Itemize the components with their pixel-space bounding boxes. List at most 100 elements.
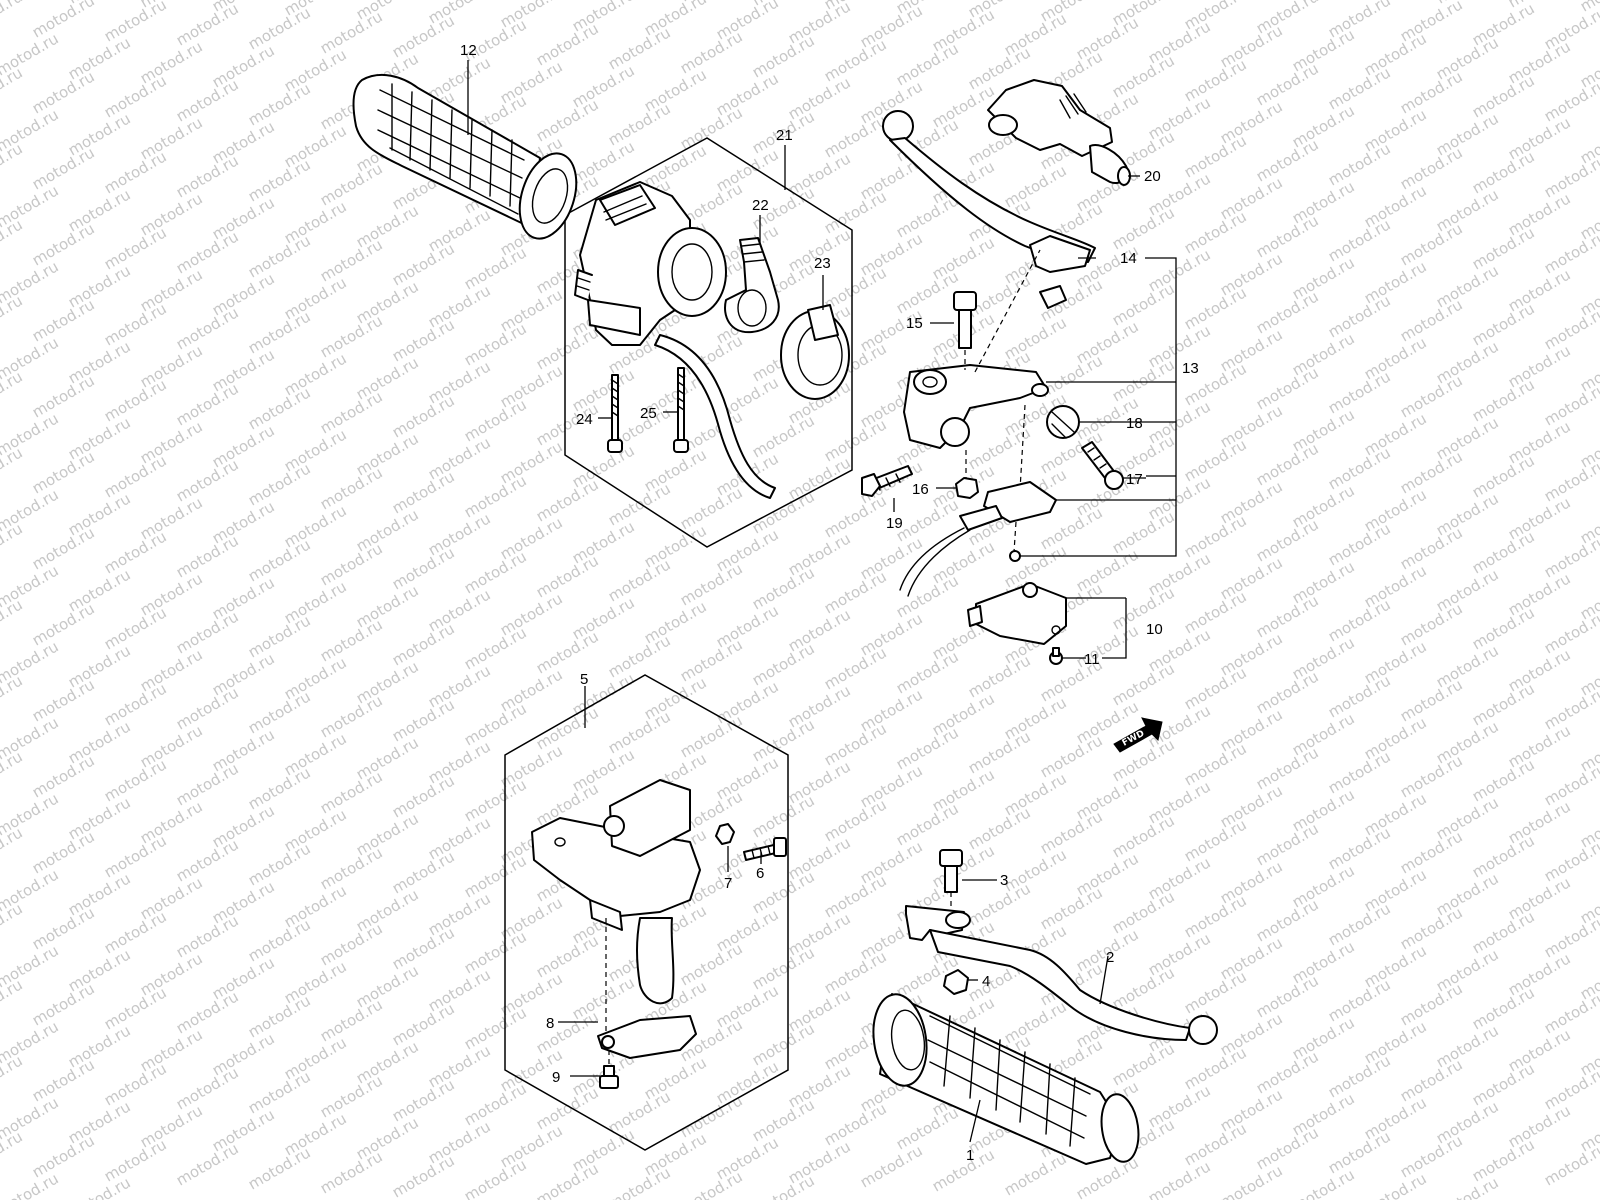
watermark-text: motod.ru <box>101 451 170 501</box>
callout-15: 15 <box>906 315 923 332</box>
watermark-text: motod.ru <box>749 563 818 613</box>
watermark-text: motod.ru <box>893 1103 962 1153</box>
watermark-text: motod.ru <box>1253 971 1322 1021</box>
watermark-text: motod.ru <box>677 483 746 533</box>
watermark-text: motod.ru <box>461 1079 530 1129</box>
watermark-text: motod.ru <box>245 1067 314 1117</box>
watermark-text: motod.ru <box>461 927 530 977</box>
watermark-text: motod.ru <box>1253 439 1322 489</box>
watermark-text: motod.ru <box>245 763 314 813</box>
watermark-text: motod.ru <box>1541 1063 1600 1113</box>
watermark-text: motod.ru <box>0 1169 62 1200</box>
callout-4: 4 <box>982 973 990 990</box>
watermark-text: motod.ru <box>389 923 458 973</box>
watermark-text: motod.ru <box>821 187 890 237</box>
watermark-text: motod.ru <box>101 755 170 805</box>
watermark-text: motod.ru <box>821 947 890 997</box>
watermark-text: motod.ru <box>893 495 962 545</box>
watermark-text: motod.ru <box>1397 447 1466 497</box>
watermark-text: motod.ru <box>29 67 98 117</box>
watermark-text: motod.ru <box>1469 1135 1538 1185</box>
watermark-text: motod.ru <box>1325 823 1394 873</box>
watermark-text: motod.ru <box>29 523 98 573</box>
part-2-brake-lever <box>905 905 1218 1045</box>
watermark-text: motod.ru <box>1109 279 1178 329</box>
watermark-text: motod.ru <box>893 723 962 773</box>
watermark-text: motod.ru <box>1325 367 1394 417</box>
watermark-text: motod.ru <box>245 459 314 509</box>
watermark-text: motod.ru <box>1397 979 1466 1029</box>
watermark-text: motod.ru <box>245 307 314 357</box>
watermark-text: motod.ru <box>245 611 314 661</box>
watermark-text: motod.ru <box>1541 911 1600 961</box>
watermark-text: motod.ru <box>1397 219 1466 269</box>
watermark-text: motod.ru <box>821 1099 890 1149</box>
part-21-switch-housing <box>574 181 776 499</box>
callout-21: 21 <box>776 127 793 144</box>
watermark-text: motod.ru <box>29 295 98 345</box>
watermark-text: motod.ru <box>173 227 242 277</box>
watermark-text: motod.ru <box>533 1007 602 1057</box>
watermark-text: motod.ru <box>461 395 530 445</box>
watermark-text: motod.ru <box>1109 1039 1178 1089</box>
watermark-text: motod.ru <box>173 759 242 809</box>
callout-10: 10 <box>1146 621 1163 638</box>
watermark-text: motod.ru <box>0 975 26 1025</box>
watermark-text: motod.ru <box>1253 287 1322 337</box>
watermark-text: motod.ru <box>1181 1043 1250 1093</box>
watermark-text: motod.ru <box>461 623 530 673</box>
callout-24: 24 <box>576 411 593 428</box>
watermark-text: motod.ru <box>389 315 458 365</box>
watermark-text: motod.ru <box>1325 215 1394 265</box>
watermark-text: motod.ru <box>1289 1165 1358 1200</box>
watermark-text: motod.ru <box>1253 1123 1322 1173</box>
watermark-text: motod.ru <box>29 371 98 421</box>
watermark-text: motod.ru <box>1253 363 1322 413</box>
part-4-nut <box>943 969 969 995</box>
watermark-text: motod.ru <box>173 151 242 201</box>
watermark-text: motod.ru <box>461 851 530 901</box>
watermark-text: motod.ru <box>317 7 386 57</box>
watermark-text: motod.ru <box>1253 895 1322 945</box>
watermark-text: motod.ru <box>1469 1059 1538 1109</box>
watermark-text: motod.ru <box>1325 519 1394 569</box>
watermark-text: motod.ru <box>857 1141 926 1191</box>
watermark-text: motod.ru <box>0 443 26 493</box>
watermark-text: motod.ru <box>677 103 746 153</box>
watermark-text: motod.ru <box>749 31 818 81</box>
watermark-text: motod.ru <box>1181 891 1250 941</box>
part-15-pivot-bolt <box>953 291 977 370</box>
watermark-text: motod.ru <box>1541 75 1600 125</box>
watermark-text: motod.ru <box>677 559 746 609</box>
watermark-text: motod.ru <box>1469 603 1538 653</box>
watermark-text: motod.ru <box>1541 151 1600 201</box>
watermark-text: motod.ru <box>1325 975 1394 1025</box>
part-13-lever-bracket <box>903 249 1049 491</box>
watermark-text: motod.ru <box>29 979 98 1029</box>
watermark-text: motod.ru <box>0 139 26 189</box>
part-1-grip <box>872 993 1140 1165</box>
part-19-bolt <box>861 465 913 497</box>
watermark-text: motod.ru <box>317 1147 386 1197</box>
watermark-text: motod.ru <box>1325 1127 1394 1177</box>
part-16-nut <box>955 450 979 499</box>
watermark-text: motod.ru <box>1181 511 1250 561</box>
callout-13: 13 <box>1182 360 1199 377</box>
watermark-text: motod.ru <box>1397 523 1466 573</box>
callout-19: 19 <box>886 515 903 532</box>
watermark-text: motod.ru <box>821 795 890 845</box>
watermark-text: motod.ru <box>1433 1173 1502 1200</box>
watermark-text: motod.ru <box>533 1159 602 1200</box>
watermark-text: motod.ru <box>29 599 98 649</box>
watermark-text: motod.ru <box>389 1075 458 1125</box>
watermark-text: motod.ru <box>821 643 890 693</box>
watermark-text: motod.ru <box>1253 135 1322 185</box>
watermark-text: motod.ru <box>1325 747 1394 797</box>
watermark-text: motod.ru <box>1469 223 1538 273</box>
watermark-text: motod.ru <box>101 603 170 653</box>
watermark-text: motod.ru <box>317 539 386 589</box>
watermark-text: motod.ru <box>1541 987 1600 1037</box>
watermark-text: motod.ru <box>317 1071 386 1121</box>
watermark-text: motod.ru <box>677 1167 746 1200</box>
